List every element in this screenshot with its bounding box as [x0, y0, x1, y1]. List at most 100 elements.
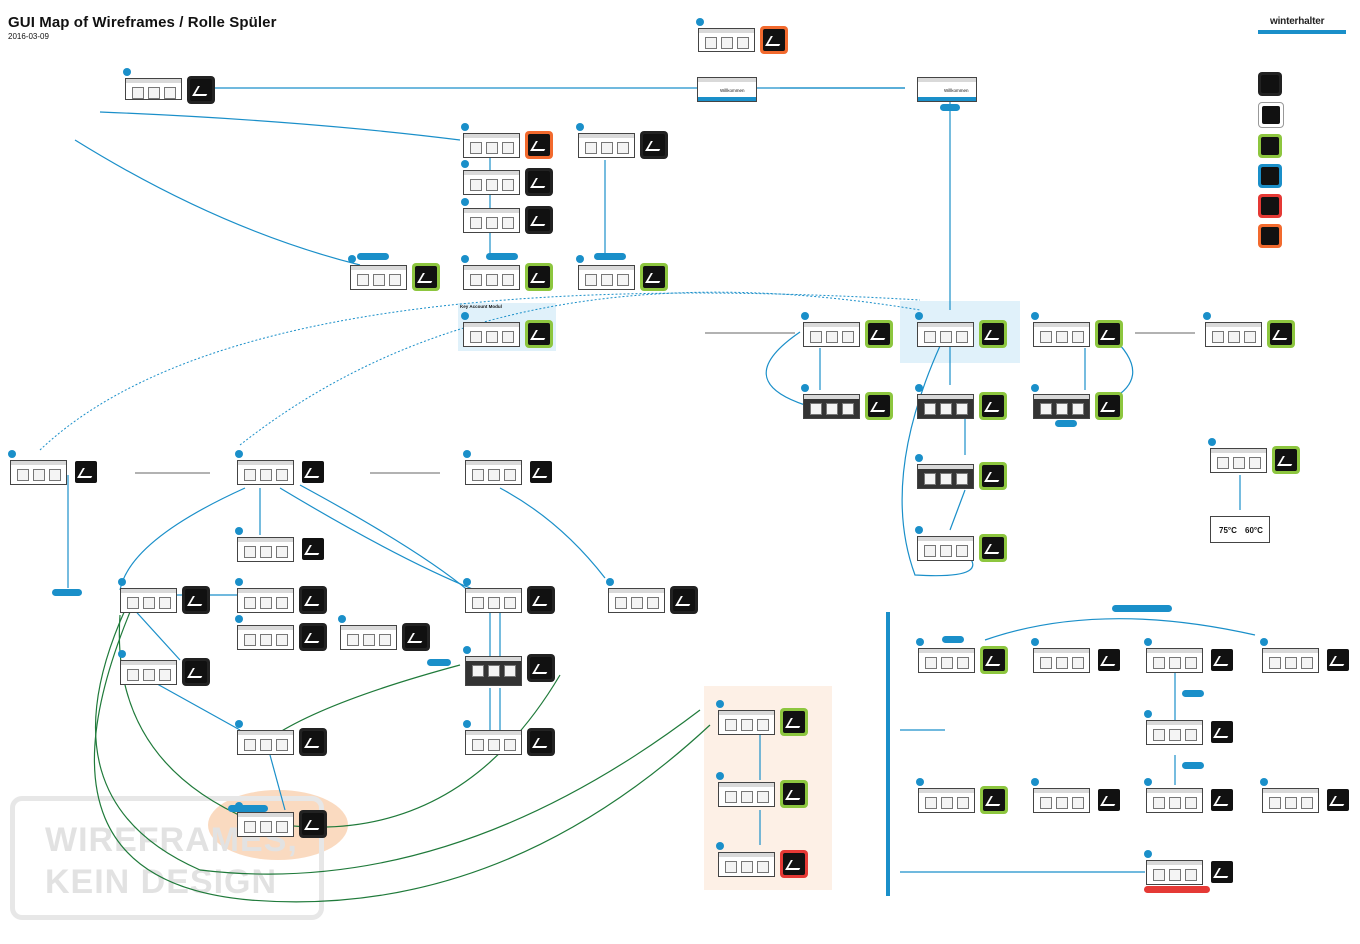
screen-tile [585, 274, 597, 286]
screen-tile [924, 403, 936, 415]
status-bar [1034, 789, 1089, 793]
screen-tile [826, 403, 838, 415]
status-logo-icon [640, 131, 668, 159]
screen-number-badge [118, 578, 126, 586]
screen-tile [1153, 869, 1165, 881]
screen-tile [941, 657, 953, 669]
screen-tile [470, 331, 482, 343]
screen-tile [488, 597, 500, 609]
welcome-text: Willkommen [944, 88, 969, 93]
screen-number-badge [576, 123, 584, 131]
status-logo-icon [670, 586, 698, 614]
rinse-temperature: 60°C [1245, 526, 1263, 535]
wireframe-screen [1033, 788, 1090, 813]
screen-tile [164, 87, 176, 99]
legend-row-dark [1258, 72, 1358, 98]
status-logo-icon [299, 728, 327, 756]
screen-number-badge [348, 255, 356, 263]
screen-tile [17, 469, 29, 481]
wireframe-screen [1262, 788, 1319, 813]
screen-tile [159, 597, 171, 609]
status-logo-icon [640, 263, 668, 291]
status-logo-icon [72, 458, 100, 486]
screen-tile [1056, 331, 1068, 343]
wireframe-screen [463, 265, 520, 290]
screen-tile [1212, 331, 1224, 343]
status-bar [466, 461, 521, 465]
legend-swatch [1258, 164, 1282, 188]
screen-tile [504, 597, 516, 609]
status-bar [464, 171, 519, 175]
screen-tile [1072, 403, 1084, 415]
screen-tile [486, 331, 498, 343]
wireframe-screen [1210, 448, 1267, 473]
step-label-pill [228, 805, 268, 812]
screen-tile [33, 469, 45, 481]
error-label-pill [1144, 886, 1210, 893]
status-bar [464, 323, 519, 327]
status-logo-icon [299, 458, 327, 486]
screen-number-badge [915, 312, 923, 320]
status-bar [609, 589, 664, 593]
legend-swatch [1258, 224, 1282, 248]
screen-tile [502, 274, 514, 286]
status-bar [341, 626, 396, 630]
status-logo-icon [525, 168, 553, 196]
status-logo-icon [527, 654, 555, 682]
status-bar [11, 461, 66, 465]
screen-tile [260, 469, 272, 481]
status-logo-icon [1324, 786, 1352, 814]
wireframe-screen [918, 788, 975, 813]
screen-tile [389, 274, 401, 286]
wireframe-screen [463, 133, 520, 158]
status-bar [699, 29, 754, 33]
screen-tile [1185, 657, 1197, 669]
screen-tile [132, 87, 144, 99]
brand-logo: winterhalter [1270, 16, 1325, 27]
status-bar [719, 853, 774, 857]
status-logo-icon [1208, 718, 1236, 746]
screen-tile [143, 669, 155, 681]
status-bar [1147, 789, 1202, 793]
screen-number-badge [1208, 438, 1216, 446]
screen-number-badge [235, 720, 243, 728]
screen-number-badge [1260, 638, 1268, 646]
status-logo-icon [979, 320, 1007, 348]
welcome-screen-2: Willkommen [917, 77, 977, 102]
screen-tile [1249, 457, 1261, 469]
screen-tile [1217, 457, 1229, 469]
screen-tile [143, 597, 155, 609]
wireframe-screen [465, 588, 522, 613]
wireframe-screen [120, 588, 177, 613]
screen-tile [127, 669, 139, 681]
wireframe-screen [917, 322, 974, 347]
screen-tile [470, 217, 482, 229]
status-logo-icon [187, 76, 215, 104]
status-bar [464, 209, 519, 213]
screen-number-badge [801, 312, 809, 320]
screen-tile [244, 469, 256, 481]
status-logo-icon [525, 206, 553, 234]
status-bar [238, 626, 293, 630]
status-logo-icon [525, 263, 553, 291]
screen-tile [1269, 797, 1281, 809]
status-bar [1263, 649, 1318, 653]
screen-tile [1040, 797, 1052, 809]
screen-tile [1169, 797, 1181, 809]
screen-tile [956, 473, 968, 485]
screen-tile [1040, 657, 1052, 669]
wireframe-screen [237, 537, 294, 562]
screen-tile [1056, 657, 1068, 669]
screen-number-badge [1144, 850, 1152, 858]
wireframe-screen [803, 322, 860, 347]
status-logo-icon [780, 780, 808, 808]
screen-number-badge [915, 526, 923, 534]
screen-tile [1153, 657, 1165, 669]
step-label-pill [427, 659, 451, 666]
wireframe-screen [350, 265, 407, 290]
screen-tile [924, 545, 936, 557]
status-logo-icon [980, 646, 1008, 674]
status-bar [1034, 395, 1089, 399]
screen-tile [1301, 797, 1313, 809]
status-bar [918, 465, 973, 469]
